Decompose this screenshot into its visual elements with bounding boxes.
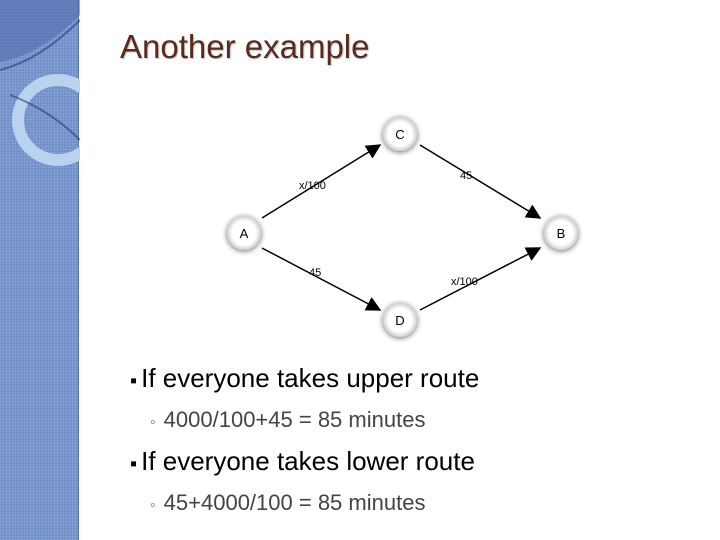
node-b-label: B [557,226,566,241]
bullet-glyph: ▪ [130,453,138,475]
sub-bullet-text: 4000/100+45 = 85 minutes [163,407,426,432]
edge-a-c [261,144,382,219]
node-c [383,117,417,151]
node-a-label: A [240,226,249,241]
route-network-diagram: x/100 45 45 x/100 C A B D [227,117,578,337]
node-b [544,216,578,250]
edge-label-c-b: 45 [460,170,472,182]
edge-d-b [419,247,542,311]
node-a [227,216,261,250]
bullet-text: If everyone takes lower route [141,446,475,476]
sub-bullet-glyph: ◦ [150,497,156,514]
edge-label-a-c: x/100 [299,180,326,192]
decorative-rings [0,0,80,166]
slide-title: Another example [120,28,370,65]
node-c-label: C [395,127,404,142]
node-d-label: D [395,313,404,328]
bullet-lower-route: ▪If everyone takes lower route [130,446,475,477]
edge-a-d [261,247,382,311]
sub-bullet-lower-route: ◦ 45+4000/100 = 85 minutes [150,490,425,516]
sub-bullet-upper-route: ◦ 4000/100+45 = 85 minutes [150,407,425,433]
node-d [383,303,417,337]
edge-c-b [419,144,542,219]
bullet-glyph: ▪ [130,370,138,392]
sub-bullet-text: 45+4000/100 = 85 minutes [163,490,426,515]
sub-bullet-glyph: ◦ [150,414,156,431]
edge-label-d-b: x/100 [451,276,478,288]
edge-label-a-d: 45 [309,267,321,279]
bullet-upper-route: ▪If everyone takes upper route [130,363,479,394]
bullet-text: If everyone takes upper route [141,363,480,393]
